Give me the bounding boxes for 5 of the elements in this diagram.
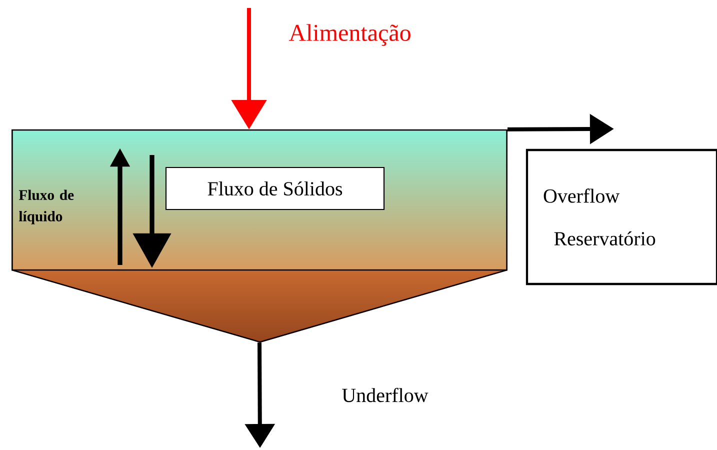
flow-label: Fluxo de líquido [18,190,74,224]
edge-label: Underflow [342,388,428,402]
reservoir-box: Overflow Reservatório [526,148,717,286]
label-box: Fluxo de Sólidos [165,166,385,210]
edge-label: Alimentação [288,24,410,46]
